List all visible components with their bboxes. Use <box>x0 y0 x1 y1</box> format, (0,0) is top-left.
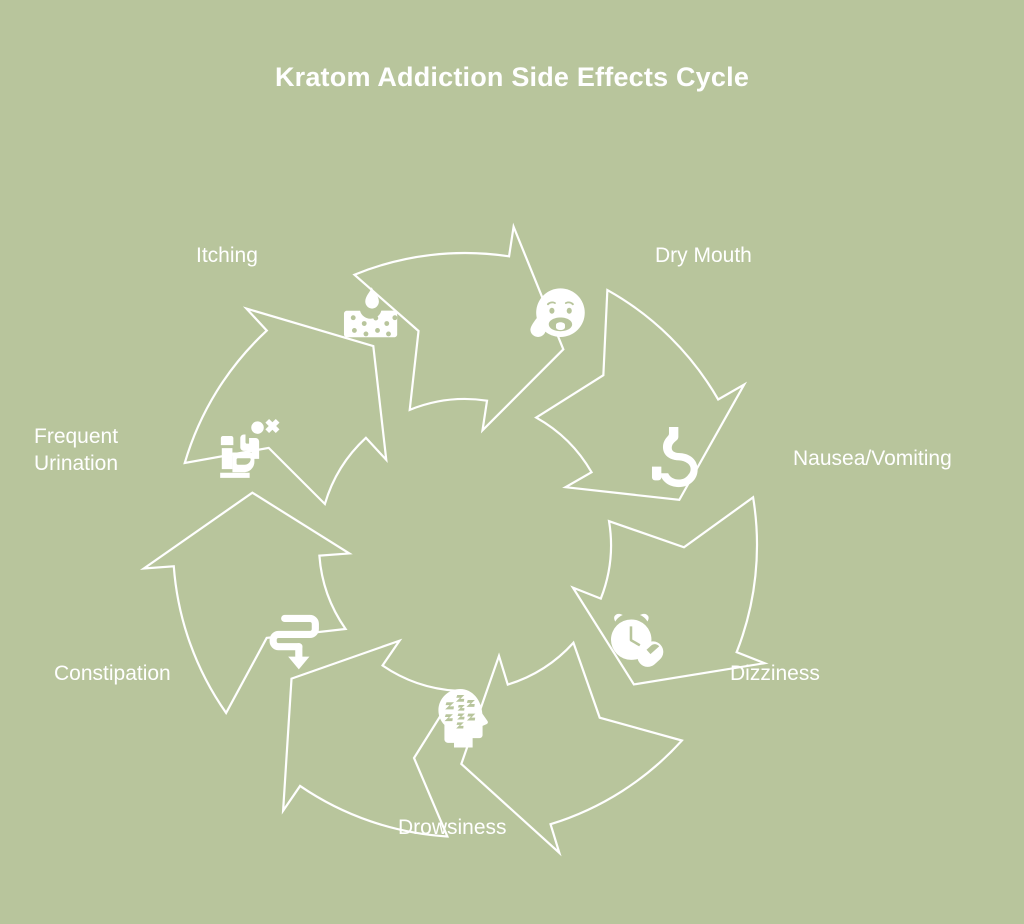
cycle-arrow-dry-mouth <box>352 222 565 434</box>
cycle-arrow-nausea-vomiting <box>534 288 748 502</box>
node-label-frequent-urination: Frequent Urination <box>34 425 119 475</box>
node-label-dry-mouth: Dry Mouth <box>655 244 752 267</box>
alarm-clock-pill-icon <box>600 605 674 679</box>
cycle-arrow-segments <box>139 222 769 857</box>
cycle-arrow-itching <box>183 306 388 507</box>
itchy-skin-icon <box>333 279 407 353</box>
cycle-arrow-frequent-urination <box>139 491 353 716</box>
sleepy-head-icon <box>428 682 502 756</box>
node-label-dizziness: Dizziness <box>730 662 820 685</box>
stomach-icon <box>641 420 715 494</box>
cycle-arrow-constipation <box>281 638 459 838</box>
node-label-drowsiness: Drowsiness <box>398 816 507 839</box>
thirsty-face-icon <box>520 278 594 352</box>
node-label-itching: Itching <box>196 244 258 267</box>
cycle-arrow-dizziness <box>570 495 769 686</box>
toilet-person-icon <box>213 412 287 486</box>
node-label-constipation: Constipation <box>54 662 171 685</box>
page-title: Kratom Addiction Side Effects Cycle <box>274 62 750 92</box>
intestine-arrow-icon <box>261 604 335 678</box>
cycle-arrow-drowsiness <box>460 640 684 857</box>
node-label-nausea-vomiting: Nausea/Vomiting <box>793 447 952 470</box>
